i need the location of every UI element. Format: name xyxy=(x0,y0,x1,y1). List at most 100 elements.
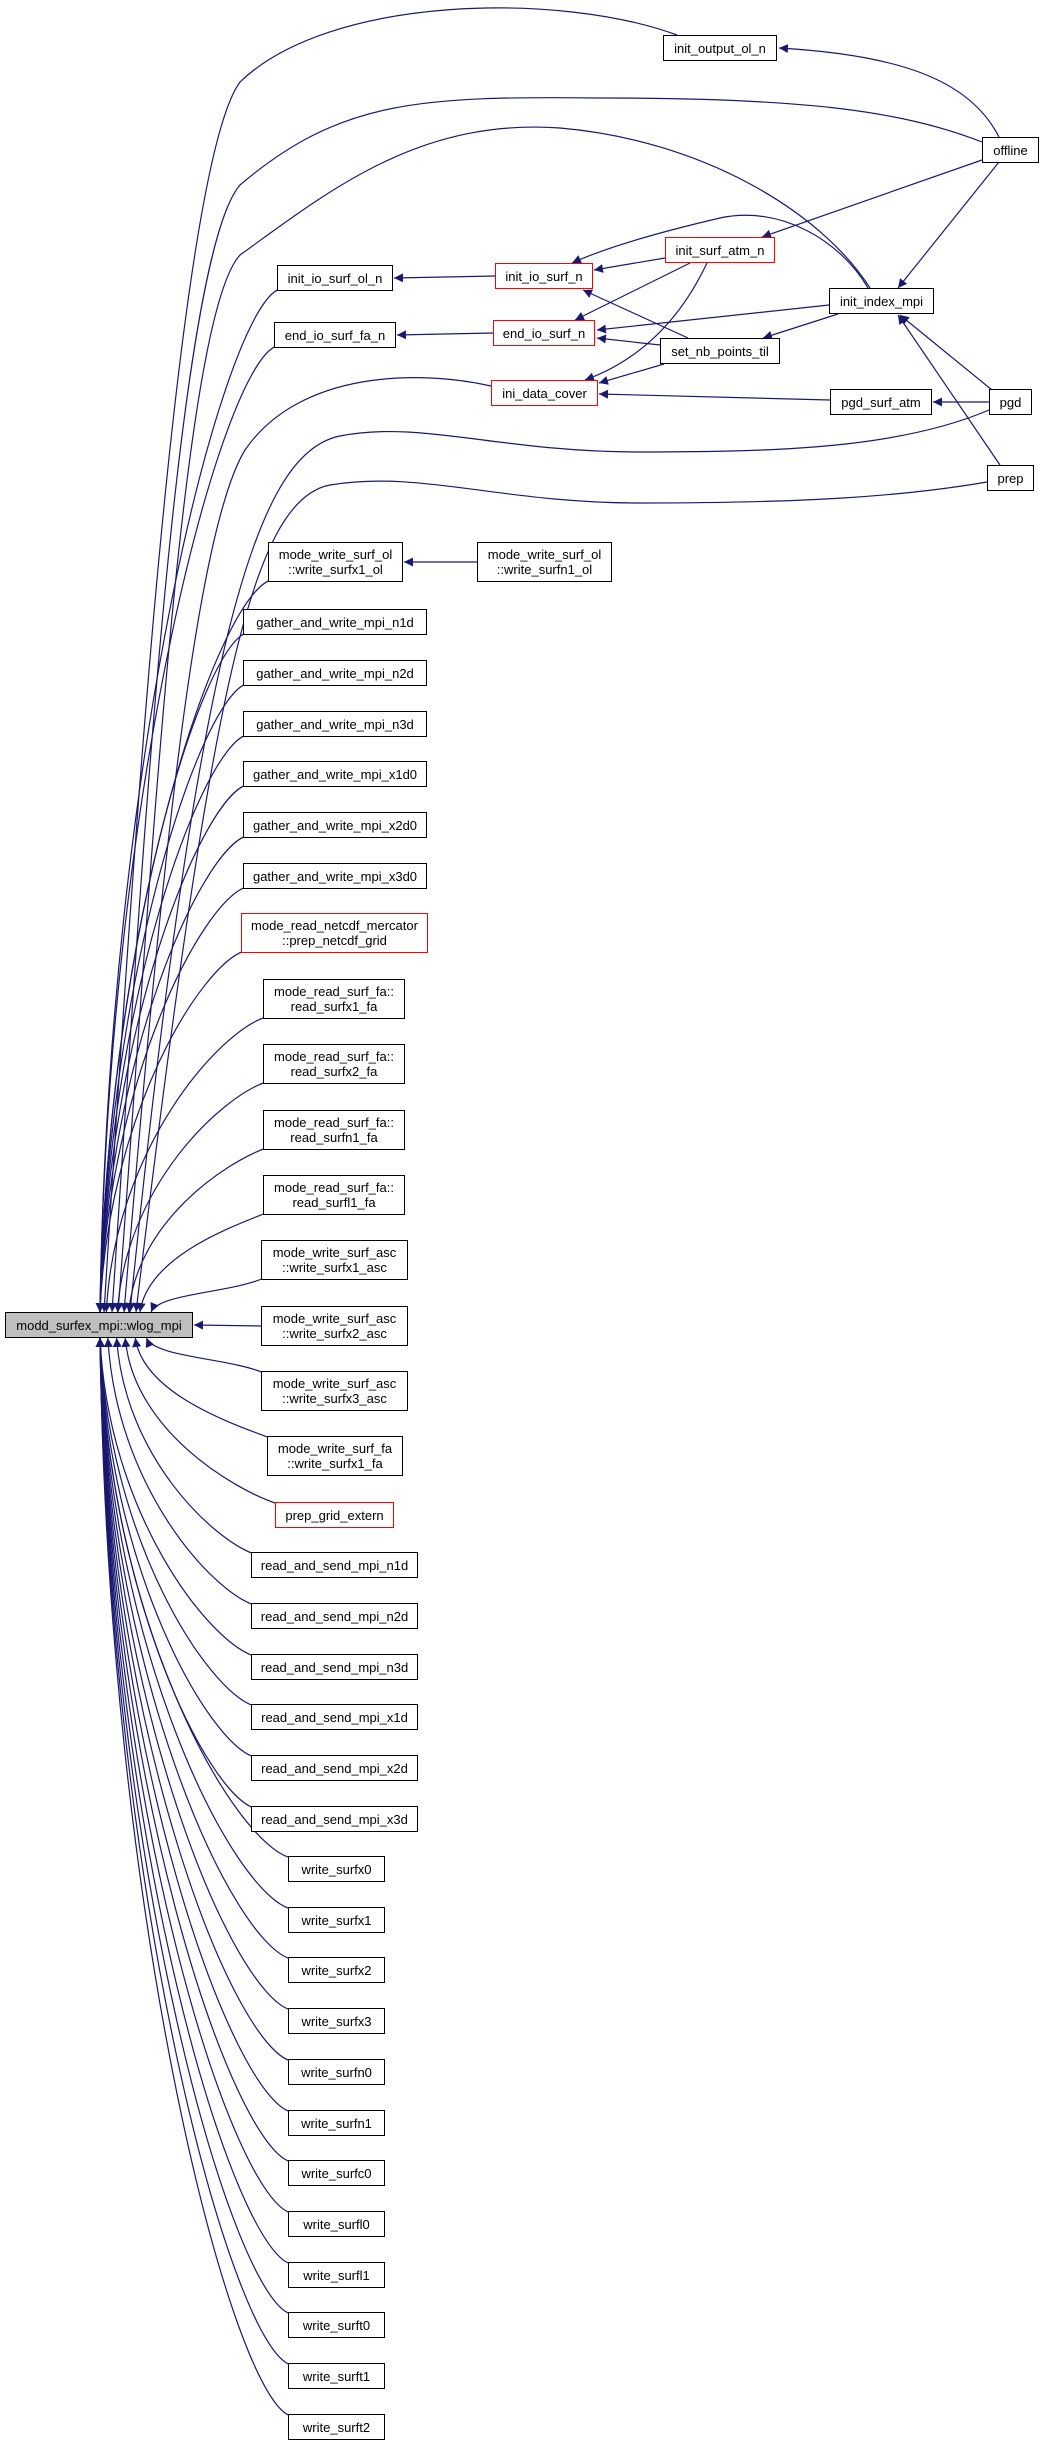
edge-write_surfx3-to-main xyxy=(95,1337,292,2011)
graph-node-pgd-surf-atm[interactable]: pgd_surf_atm xyxy=(830,389,932,415)
graph-node-rs-x1d[interactable]: read_and_send_mpi_x1d xyxy=(251,1704,418,1730)
graph-node-write-surfx1[interactable]: write_surfx1 xyxy=(288,1907,385,1933)
node-label: write_surfx2 xyxy=(301,1962,372,1978)
graph-node-read-surfx2-fa[interactable]: mode_read_surf_fa:: read_surfx2_fa xyxy=(263,1044,405,1084)
edge-init_io_surf_n-to-init_io_surf_ol_n xyxy=(393,273,496,283)
graph-node-offline[interactable]: offline xyxy=(982,137,1039,163)
graph-node-gather-n2d[interactable]: gather_and_write_mpi_n2d xyxy=(243,660,427,686)
edge-pgd-to-main xyxy=(126,409,990,1313)
edge-offline-to-init_output_ol_n xyxy=(778,44,1000,138)
edge-pgd-to-init_index_mpi xyxy=(899,314,993,391)
graph-node-init-surf-atm-n[interactable]: init_surf_atm_n xyxy=(665,237,775,263)
node-label: gather_and_write_mpi_x3d0 xyxy=(252,868,418,884)
graph-node-write-surfn1-ol[interactable]: mode_write_surf_ol ::write_surfn1_ol xyxy=(477,542,612,582)
graph-node-write-surfx1-ol[interactable]: mode_write_surf_ol ::write_surfx1_ol xyxy=(268,542,403,582)
graph-node-rs-n1d[interactable]: read_and_send_mpi_n1d xyxy=(251,1552,418,1578)
graph-node-write-surfx1-fa[interactable]: mode_write_surf_fa ::write_surfx1_fa xyxy=(267,1436,403,1476)
graph-node-gather-n3d[interactable]: gather_and_write_mpi_n3d xyxy=(243,711,427,737)
edge-write_surfn0-to-main xyxy=(95,1337,292,2062)
edge-write_surfx1-to-main xyxy=(95,1337,292,1910)
graph-node-write-surfl0[interactable]: write_surfl0 xyxy=(288,2211,385,2237)
graph-node-rs-n3d[interactable]: read_and_send_mpi_n3d xyxy=(251,1654,418,1680)
graph-node-write-surfl1[interactable]: write_surfl1 xyxy=(288,2262,385,2288)
focus-node[interactable]: modd_surfex_mpi::wlog_mpi xyxy=(5,1312,193,1338)
graph-node-pgd[interactable]: pgd xyxy=(989,389,1032,415)
edge-gather_x3d0-to-main xyxy=(95,886,247,1313)
edge-write_surfn1-to-main xyxy=(95,1337,292,2113)
edge-pgd_surf_atm-to-ini_data_cover xyxy=(598,389,831,401)
graph-node-init-output-ol-n[interactable]: init_output_ol_n xyxy=(663,35,777,61)
edge-write_surfl1-to-main xyxy=(95,1337,292,2265)
node-label: read_and_send_mpi_n3d xyxy=(260,1659,409,1675)
graph-node-prep[interactable]: prep xyxy=(987,465,1034,491)
graph-node-rs-x3d[interactable]: read_and_send_mpi_x3d xyxy=(251,1806,418,1832)
node-label: mode_read_netcdf_mercator ::prep_netcdf_… xyxy=(251,918,418,948)
node-label: init_surf_atm_n xyxy=(675,242,765,258)
node-label: write_surfc0 xyxy=(301,2165,372,2181)
node-label: mode_read_surf_fa:: read_surfn1_fa xyxy=(274,1115,394,1145)
graph-node-write-surfx2[interactable]: write_surfx2 xyxy=(288,1957,385,1983)
edge-write_surfl0-to-main xyxy=(95,1337,292,2214)
graph-node-write-surft0[interactable]: write_surft0 xyxy=(288,2312,385,2338)
graph-node-write-surft2[interactable]: write_surft2 xyxy=(288,2414,385,2440)
node-label: write_surfl0 xyxy=(303,2216,370,2232)
graph-node-write-surfx0[interactable]: write_surfx0 xyxy=(288,1856,385,1882)
graph-node-prep-grid-extern[interactable]: prep_grid_extern xyxy=(275,1502,394,1528)
edge-write_surfx0-to-main xyxy=(95,1337,292,1859)
node-label: prep xyxy=(997,470,1024,486)
node-label: gather_and_write_mpi_n1d xyxy=(256,614,414,630)
graph-node-write-surfn0[interactable]: write_surfn0 xyxy=(288,2059,385,2085)
node-label: write_surfx3 xyxy=(301,2013,372,2029)
graph-node-read-surfn1-fa[interactable]: mode_read_surf_fa:: read_surfn1_fa xyxy=(263,1110,405,1150)
graph-node-init-index-mpi[interactable]: init_index_mpi xyxy=(829,288,934,314)
node-label: gather_and_write_mpi_x1d0 xyxy=(252,766,418,782)
edge-gather_n2d-to-main xyxy=(95,683,247,1313)
edge-read_surfl1_fa-to-main xyxy=(136,1212,267,1313)
graph-node-gather-x2d0[interactable]: gather_and_write_mpi_x2d0 xyxy=(243,812,427,838)
graph-node-init-io-surf-n[interactable]: init_io_surf_n xyxy=(495,263,593,289)
graph-node-rs-x2d[interactable]: read_and_send_mpi_x2d xyxy=(251,1755,418,1781)
node-label: pgd xyxy=(999,394,1022,410)
graph-node-write-surfc0[interactable]: write_surfc0 xyxy=(288,2160,385,2186)
node-label: gather_and_write_mpi_n3d xyxy=(256,716,414,732)
graph-node-gather-n1d[interactable]: gather_and_write_mpi_n1d xyxy=(243,609,427,635)
node-label: write_surft1 xyxy=(302,2368,371,2384)
edge-write_surfx1_asc-to-main xyxy=(150,1277,265,1313)
edge-offline-to-init_surf_atm_n xyxy=(761,159,983,239)
node-label: write_surfx0 xyxy=(301,1861,372,1877)
graph-node-read-surfx1-fa[interactable]: mode_read_surf_fa:: read_surfx1_fa xyxy=(263,979,405,1019)
node-label: mode_read_surf_fa:: read_surfl1_fa xyxy=(274,1180,394,1210)
edge-read_surfx2_fa-to-main xyxy=(113,1081,267,1313)
graph-node-prep-netcdf-grid[interactable]: mode_read_netcdf_mercator ::prep_netcdf_… xyxy=(241,913,428,953)
graph-node-end-io-surf-n[interactable]: end_io_surf_n xyxy=(493,320,595,346)
node-label: write_surft0 xyxy=(302,2317,371,2333)
edge-init_index_mpi-to-init_io_surf_n xyxy=(571,214,869,289)
edge-rs_x1d-to-main xyxy=(95,1337,255,1707)
node-label: prep_grid_extern xyxy=(285,1507,384,1523)
graph-node-read-surfl1-fa[interactable]: mode_read_surf_fa:: read_surfl1_fa xyxy=(263,1175,405,1215)
graph-node-init-io-surf-ol-n[interactable]: init_io_surf_ol_n xyxy=(277,265,393,291)
node-label: read_and_send_mpi_n1d xyxy=(260,1557,409,1573)
node-label: gather_and_write_mpi_x2d0 xyxy=(252,817,418,833)
node-label: read_and_send_mpi_x2d xyxy=(261,1760,408,1776)
edge-set_nb_points_til-to-end_io_surf_n xyxy=(596,334,661,346)
edge-init_io_surf_ol_n-to-main xyxy=(95,288,281,1313)
graph-node-write-surfx3-asc[interactable]: mode_write_surf_asc ::write_surfx3_asc xyxy=(261,1371,408,1411)
graph-node-ini-data-cover[interactable]: ini_data_cover xyxy=(491,380,598,406)
edge-rs_x2d-to-main xyxy=(95,1337,255,1758)
graph-node-set-nb-points-til[interactable]: set_nb_points_til xyxy=(660,338,780,364)
graph-node-write-surfx2-asc[interactable]: mode_write_surf_asc ::write_surfx2_asc xyxy=(261,1306,408,1346)
edge-gather_n1d-to-main xyxy=(95,632,247,1313)
graph-node-write-surft1[interactable]: write_surft1 xyxy=(288,2363,385,2389)
node-label: read_and_send_mpi_x3d xyxy=(261,1811,408,1827)
graph-node-write-surfx3[interactable]: write_surfx3 xyxy=(288,2008,385,2034)
graph-node-write-surfx1-asc[interactable]: mode_write_surf_asc ::write_surfx1_asc xyxy=(261,1240,408,1280)
edge-gather_n3d-to-main xyxy=(95,734,247,1313)
graph-node-write-surfn1[interactable]: write_surfn1 xyxy=(288,2110,385,2136)
graph-node-end-io-surf-fa-n[interactable]: end_io_surf_fa_n xyxy=(274,322,396,348)
graph-node-gather-x1d0[interactable]: gather_and_write_mpi_x1d0 xyxy=(243,761,427,787)
graph-node-rs-n2d[interactable]: read_and_send_mpi_n2d xyxy=(251,1603,418,1629)
edge-rs_n2d-to-main xyxy=(103,1337,255,1606)
node-label: init_io_surf_ol_n xyxy=(287,270,383,286)
graph-node-gather-x3d0[interactable]: gather_and_write_mpi_x3d0 xyxy=(243,863,427,889)
